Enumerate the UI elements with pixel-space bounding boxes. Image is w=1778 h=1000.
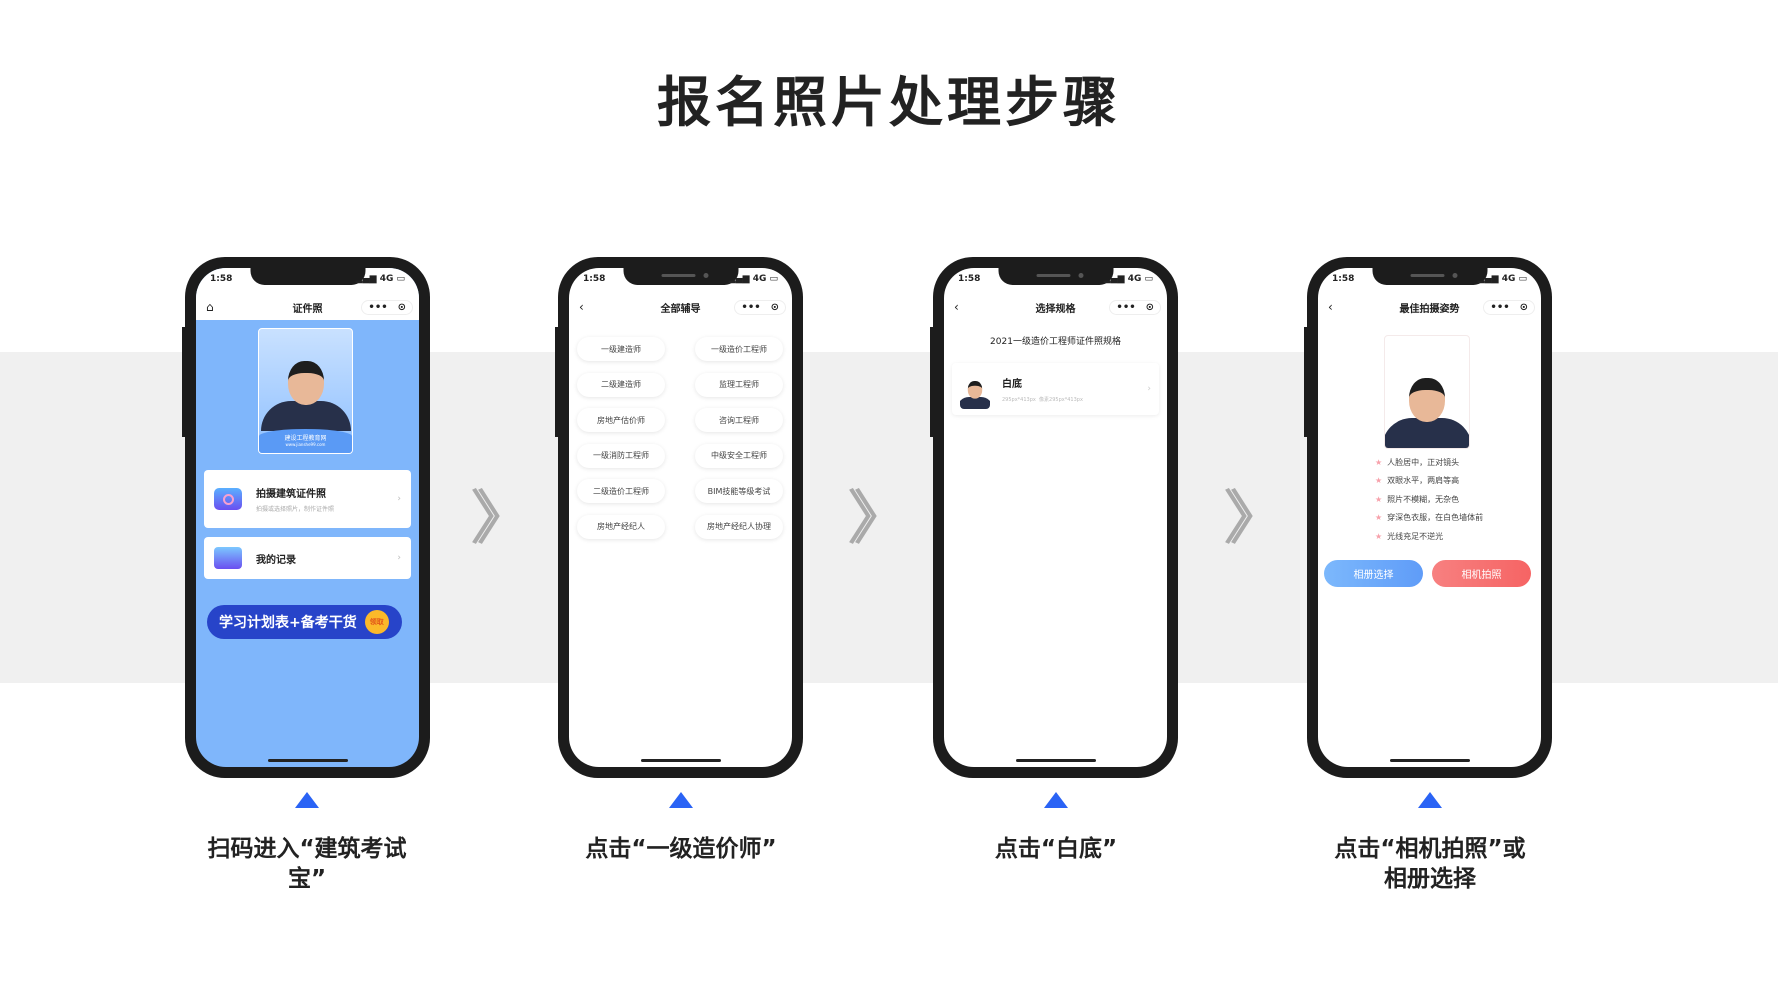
spec-heading: 2021一级造价工程师证件照规格 [990,337,1121,347]
spec-white-bg[interactable]: 白底 295px*413px 像素295px*413px › [952,363,1159,415]
phone-step-2: 1:58 ▂▄▆ 4G ▭ ‹ 全部辅导 ••• ⊙ 一级建造师 一级造价工程师二级建造师… [555,257,803,778]
status-time: 1:58 [1332,274,1355,284]
nav-title: 证件照 [292,303,323,315]
banner-text: 学习计划表+备考干货 [219,615,357,631]
tip-item: ★ 穿深色衣服，在白色墙体前 [1375,509,1483,528]
home-icon[interactable]: ⌂ [206,300,214,314]
caption-step-2: 点击“一级造价师” [585,836,777,862]
tip-text: 人脸居中，正对镜头 [1387,457,1460,467]
my-records-card[interactable]: 我的记录 › [204,537,411,579]
tip-item: ★ 双眼水平，两肩等高 [1375,472,1483,491]
status-network: ▂▄▆ 4G ▭ [728,274,778,284]
claim-badge[interactable]: 领取 [364,610,389,634]
status-time: 1:58 [583,274,606,284]
album-select-button[interactable]: 相册选择 [1324,560,1423,587]
gallery-icon [214,547,242,569]
tip-item: ★ 照片不模糊，无杂色 [1375,490,1483,509]
course-item[interactable]: 一级建造师 [577,337,665,361]
course-item[interactable]: 二级造价工程师 [577,479,665,503]
tip-text: 穿深色衣服，在白色墙体前 [1387,513,1484,523]
more-icon[interactable]: ••• [368,301,388,313]
spec-size: 295px*413px [1002,397,1036,403]
chevron-right-icon: › [397,553,401,563]
take-photo-card[interactable]: 拍摄建筑证件照拍摄或选择照片，制作证件照 › [204,470,411,528]
course-item[interactable]: 一级消防工程师 [577,443,665,468]
badge-url: www.jianshe99.com [285,442,326,447]
status-network: ▂▄▆ 4G ▭ [355,274,405,284]
close-icon[interactable]: ⊙ [1145,301,1154,313]
nav-title: 选择规格 [1035,303,1076,315]
course-item[interactable]: 监理工程师 [695,372,783,397]
nav-title: 全部辅导 [660,303,701,315]
course-item[interactable]: 房地产估价师 [577,408,665,432]
camera-shoot-button[interactable]: 相机拍照 [1432,560,1531,587]
star-icon: ★ [1375,476,1383,486]
spec-title: 白底 [1002,379,1022,390]
card-subtitle: 拍摄或选择照片，制作证件照 [256,506,335,513]
star-icon: ★ [1375,457,1383,467]
back-icon[interactable]: ‹ [954,300,959,314]
pointer-triangle-icon [669,792,693,808]
chevron-double-right-icon: 〉〉 [846,484,912,554]
caption-step-1: 扫码进入“建筑考试宝” [207,836,407,892]
nav-title: 最佳拍摄姿势 [1399,303,1460,315]
course-item[interactable]: 中级安全工程师 [695,443,783,468]
course-item[interactable]: BIM技能等级考试 [695,479,783,503]
course-item[interactable]: 二级建造师 [577,372,665,397]
phone-step-3: 1:58▂▄▆ 4G ▭ ‹选择规格•••⊙ 2021一级造价工程师证件照规格 … [930,257,1178,778]
badge-title: 建设工程教育网 [284,435,327,442]
star-icon: ★ [1375,531,1383,541]
star-icon: ★ [1375,494,1383,504]
course-item[interactable]: 房地产经纪人协理 [695,514,783,539]
more-icon[interactable]: ••• [1490,301,1510,313]
status-network: ▂▄▆ 4G ▭ [1103,274,1153,284]
camera-icon [214,488,242,510]
back-icon[interactable]: ‹ [579,300,584,314]
chevron-double-right-icon: 〉〉 [469,484,535,554]
course-item[interactable]: 房地产经纪人 [577,514,665,539]
course-item[interactable]: 咨询工程师 [695,408,783,432]
chevron-double-right-icon: 〉〉 [1222,484,1288,554]
page-title: 报名照片处理步骤 [657,71,1121,134]
tip-text: 双眼水平，两肩等高 [1387,476,1460,486]
close-icon[interactable]: ⊙ [1519,301,1528,313]
pose-sample-photo [1384,335,1470,449]
caption-step-3: 点击“白底” [994,836,1118,862]
spec-pixels: 像素295px*413px [1039,397,1083,403]
pointer-triangle-icon [295,792,319,808]
chevron-right-icon: › [397,494,401,504]
close-icon[interactable]: ⊙ [397,301,406,313]
tip-text: 照片不模糊，无杂色 [1387,494,1460,504]
status-time: 1:58 [210,274,233,284]
tip-item: ★ 人脸居中，正对镜头 [1375,453,1483,472]
thumbnail [960,369,990,409]
pointer-triangle-icon [1418,792,1442,808]
more-icon[interactable]: ••• [1116,301,1136,313]
status-network: ▂▄▆ 4G ▭ [1477,274,1527,284]
pointer-triangle-icon [1044,792,1068,808]
card-title: 我的记录 [256,554,296,566]
caption-step-4: 点击“相机拍照”或相册选择 [1334,836,1526,892]
course-item[interactable]: 一级造价工程师 [695,337,783,361]
star-icon: ★ [1375,513,1383,523]
back-icon[interactable]: ‹ [1328,300,1333,314]
tip-item: ★ 光线充足不逆光 [1375,527,1483,546]
chevron-right-icon: › [1147,384,1151,394]
phone-step-4: 1:58 ▂▄▆ 4G ▭ ‹ 最佳拍摄姿势 ••• ⊙ ★ 人脸居中，正对镜头 ★ 双眼水平… [1304,257,1552,778]
more-icon[interactable]: ••• [741,301,761,313]
close-icon[interactable]: ⊙ [770,301,779,313]
status-time: 1:58 [958,274,981,284]
tip-text: 光线充足不逆光 [1387,531,1444,541]
promo-banner[interactable]: 学习计划表+备考干货 领取 [207,605,402,639]
card-title: 拍摄建筑证件照 [256,489,326,500]
